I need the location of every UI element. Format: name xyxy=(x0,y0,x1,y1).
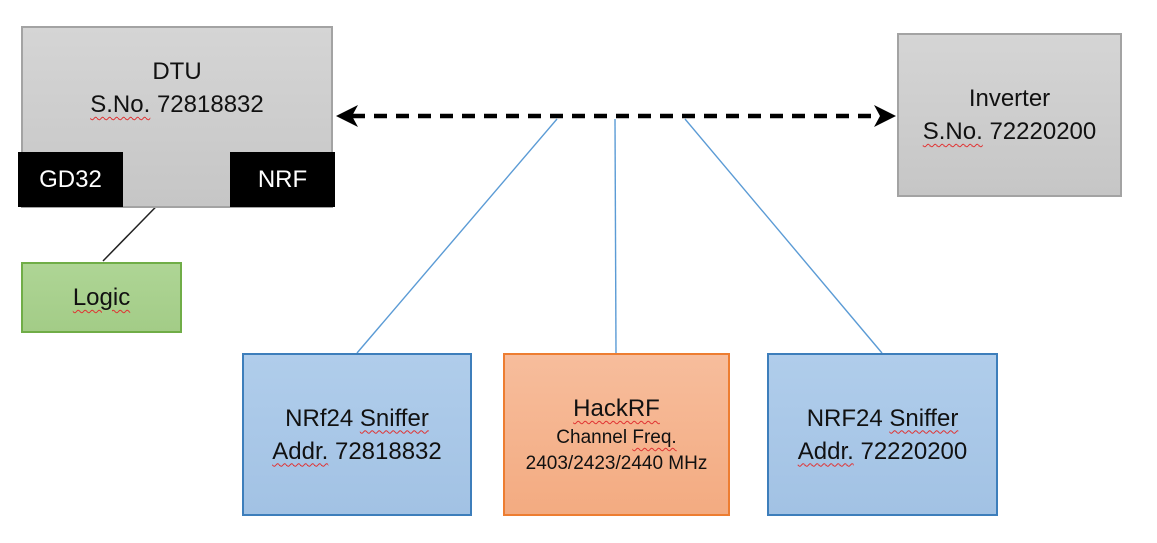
hackrf-title: HackRF xyxy=(573,395,660,422)
arrow-to-sniffer-right-line xyxy=(684,118,883,354)
inverter-serial: S.No. 72220200 xyxy=(922,118,1097,145)
gd32-box: GD32 xyxy=(18,152,123,207)
inverter-box: Inverter S.No. 72220200 xyxy=(897,33,1122,197)
gd32-label: GD32 xyxy=(39,166,102,193)
logic-box: Logic xyxy=(21,262,182,333)
dtu-title: DTU xyxy=(152,58,202,85)
hackrf-box: HackRF Channel Freq. 2403/2423/2440 MHz xyxy=(503,353,730,516)
sniffer-right-title: NRF24 Sniffer xyxy=(806,404,959,432)
sniffer-left-address: Addr. 72818832 xyxy=(272,437,442,465)
hackrf-channel-label: Channel Freq. xyxy=(556,427,677,448)
sniffer-right-address: Addr. 72220200 xyxy=(797,437,968,465)
inverter-title: Inverter xyxy=(968,85,1051,112)
arrow-to-hackrf-line xyxy=(614,118,617,354)
nrf-label: NRF xyxy=(257,166,308,193)
dtu-inverter-dashed-arrow xyxy=(336,105,896,127)
sniffer-left-title: NRf24 Sniffer xyxy=(285,404,429,432)
logic-label: Logic xyxy=(72,284,131,311)
sniffer-left-box: NRf24 Sniffer Addr. 72818832 xyxy=(242,353,472,516)
dtu-serial: S.No. 72818832 xyxy=(90,91,264,118)
arrow-to-sniffer-left-line xyxy=(356,118,558,354)
hackrf-frequencies: 2403/2423/2440 MHz xyxy=(525,453,708,474)
nrf-box: NRF xyxy=(230,152,335,207)
sniffer-right-box: NRF24 Sniffer Addr. 72220200 xyxy=(767,353,998,516)
